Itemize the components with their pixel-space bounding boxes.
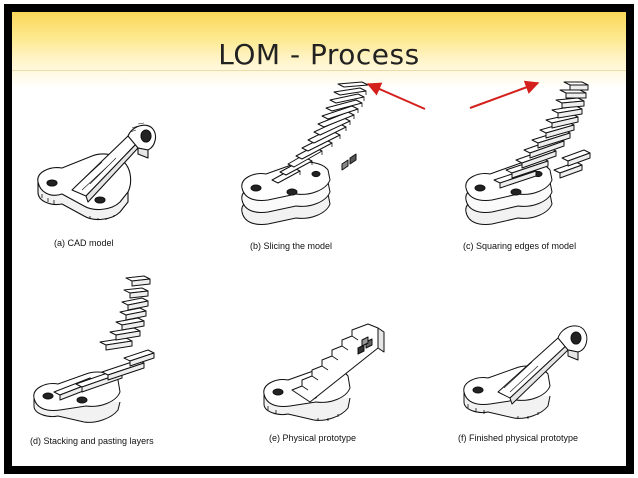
- panel-squaring-edges: [458, 72, 608, 234]
- caption-d: (d) Stacking and pasting layers: [30, 436, 154, 446]
- stacking-illustration: [33, 275, 155, 423]
- arrow-left: [366, 82, 426, 110]
- cad-model-illustration: [37, 122, 157, 221]
- caption-c: (c) Squaring edges of model: [463, 241, 577, 251]
- finished-prototype-illustration: [463, 325, 588, 419]
- title-band: [12, 12, 626, 88]
- panel-physical-prototype: [258, 318, 388, 428]
- slide: LOM - Process: [12, 12, 626, 466]
- title-rule: [12, 70, 626, 71]
- arrow-right: [469, 80, 540, 109]
- physical-prototype-illustration: [263, 323, 385, 421]
- panel-cad-model: [32, 120, 162, 228]
- caption-a: (a) CAD model: [54, 238, 114, 248]
- slide-title: LOM - Process: [218, 38, 420, 71]
- squaring-edges-illustration: [465, 81, 591, 225]
- caption-f: (f) Finished physical prototype: [458, 433, 579, 443]
- slicing-illustration: [241, 81, 369, 225]
- caption-e: (e) Physical prototype: [269, 433, 357, 443]
- panel-finished-prototype: [458, 312, 598, 430]
- caption-b: (b) Slicing the model: [250, 241, 333, 251]
- panel-slicing: [230, 72, 380, 234]
- panel-stacking: [26, 268, 166, 428]
- arrows-layer: [366, 80, 540, 110]
